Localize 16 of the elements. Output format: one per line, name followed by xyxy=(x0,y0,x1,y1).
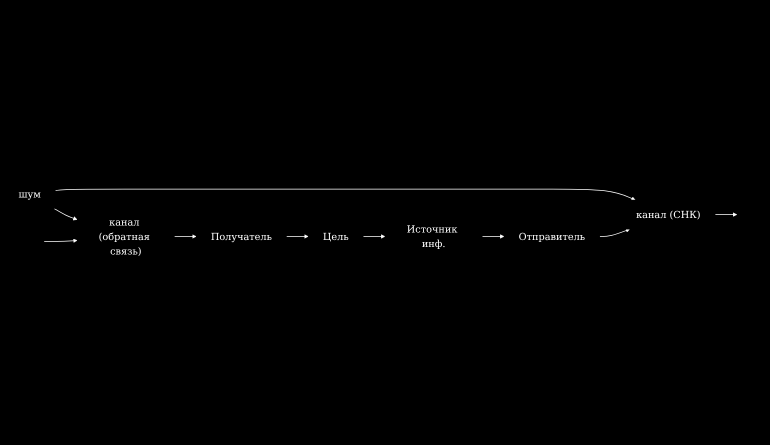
node-text: шум xyxy=(18,188,41,200)
node-text: Отправитель xyxy=(518,230,586,242)
arrow xyxy=(44,238,78,243)
node-text: канал (СНК) xyxy=(636,208,701,220)
arrow xyxy=(599,228,630,237)
arrow xyxy=(55,188,636,200)
arrow xyxy=(482,234,504,239)
node-text: Получатель xyxy=(210,230,272,242)
arrow xyxy=(54,208,78,220)
node-text: Цель xyxy=(322,230,349,242)
arrow xyxy=(286,234,309,239)
arrow xyxy=(714,212,738,217)
node-text: канал (обратная связь) xyxy=(98,216,150,257)
arrow xyxy=(362,234,386,239)
arrow xyxy=(174,234,196,239)
node-text: Источник инф. xyxy=(406,223,458,250)
